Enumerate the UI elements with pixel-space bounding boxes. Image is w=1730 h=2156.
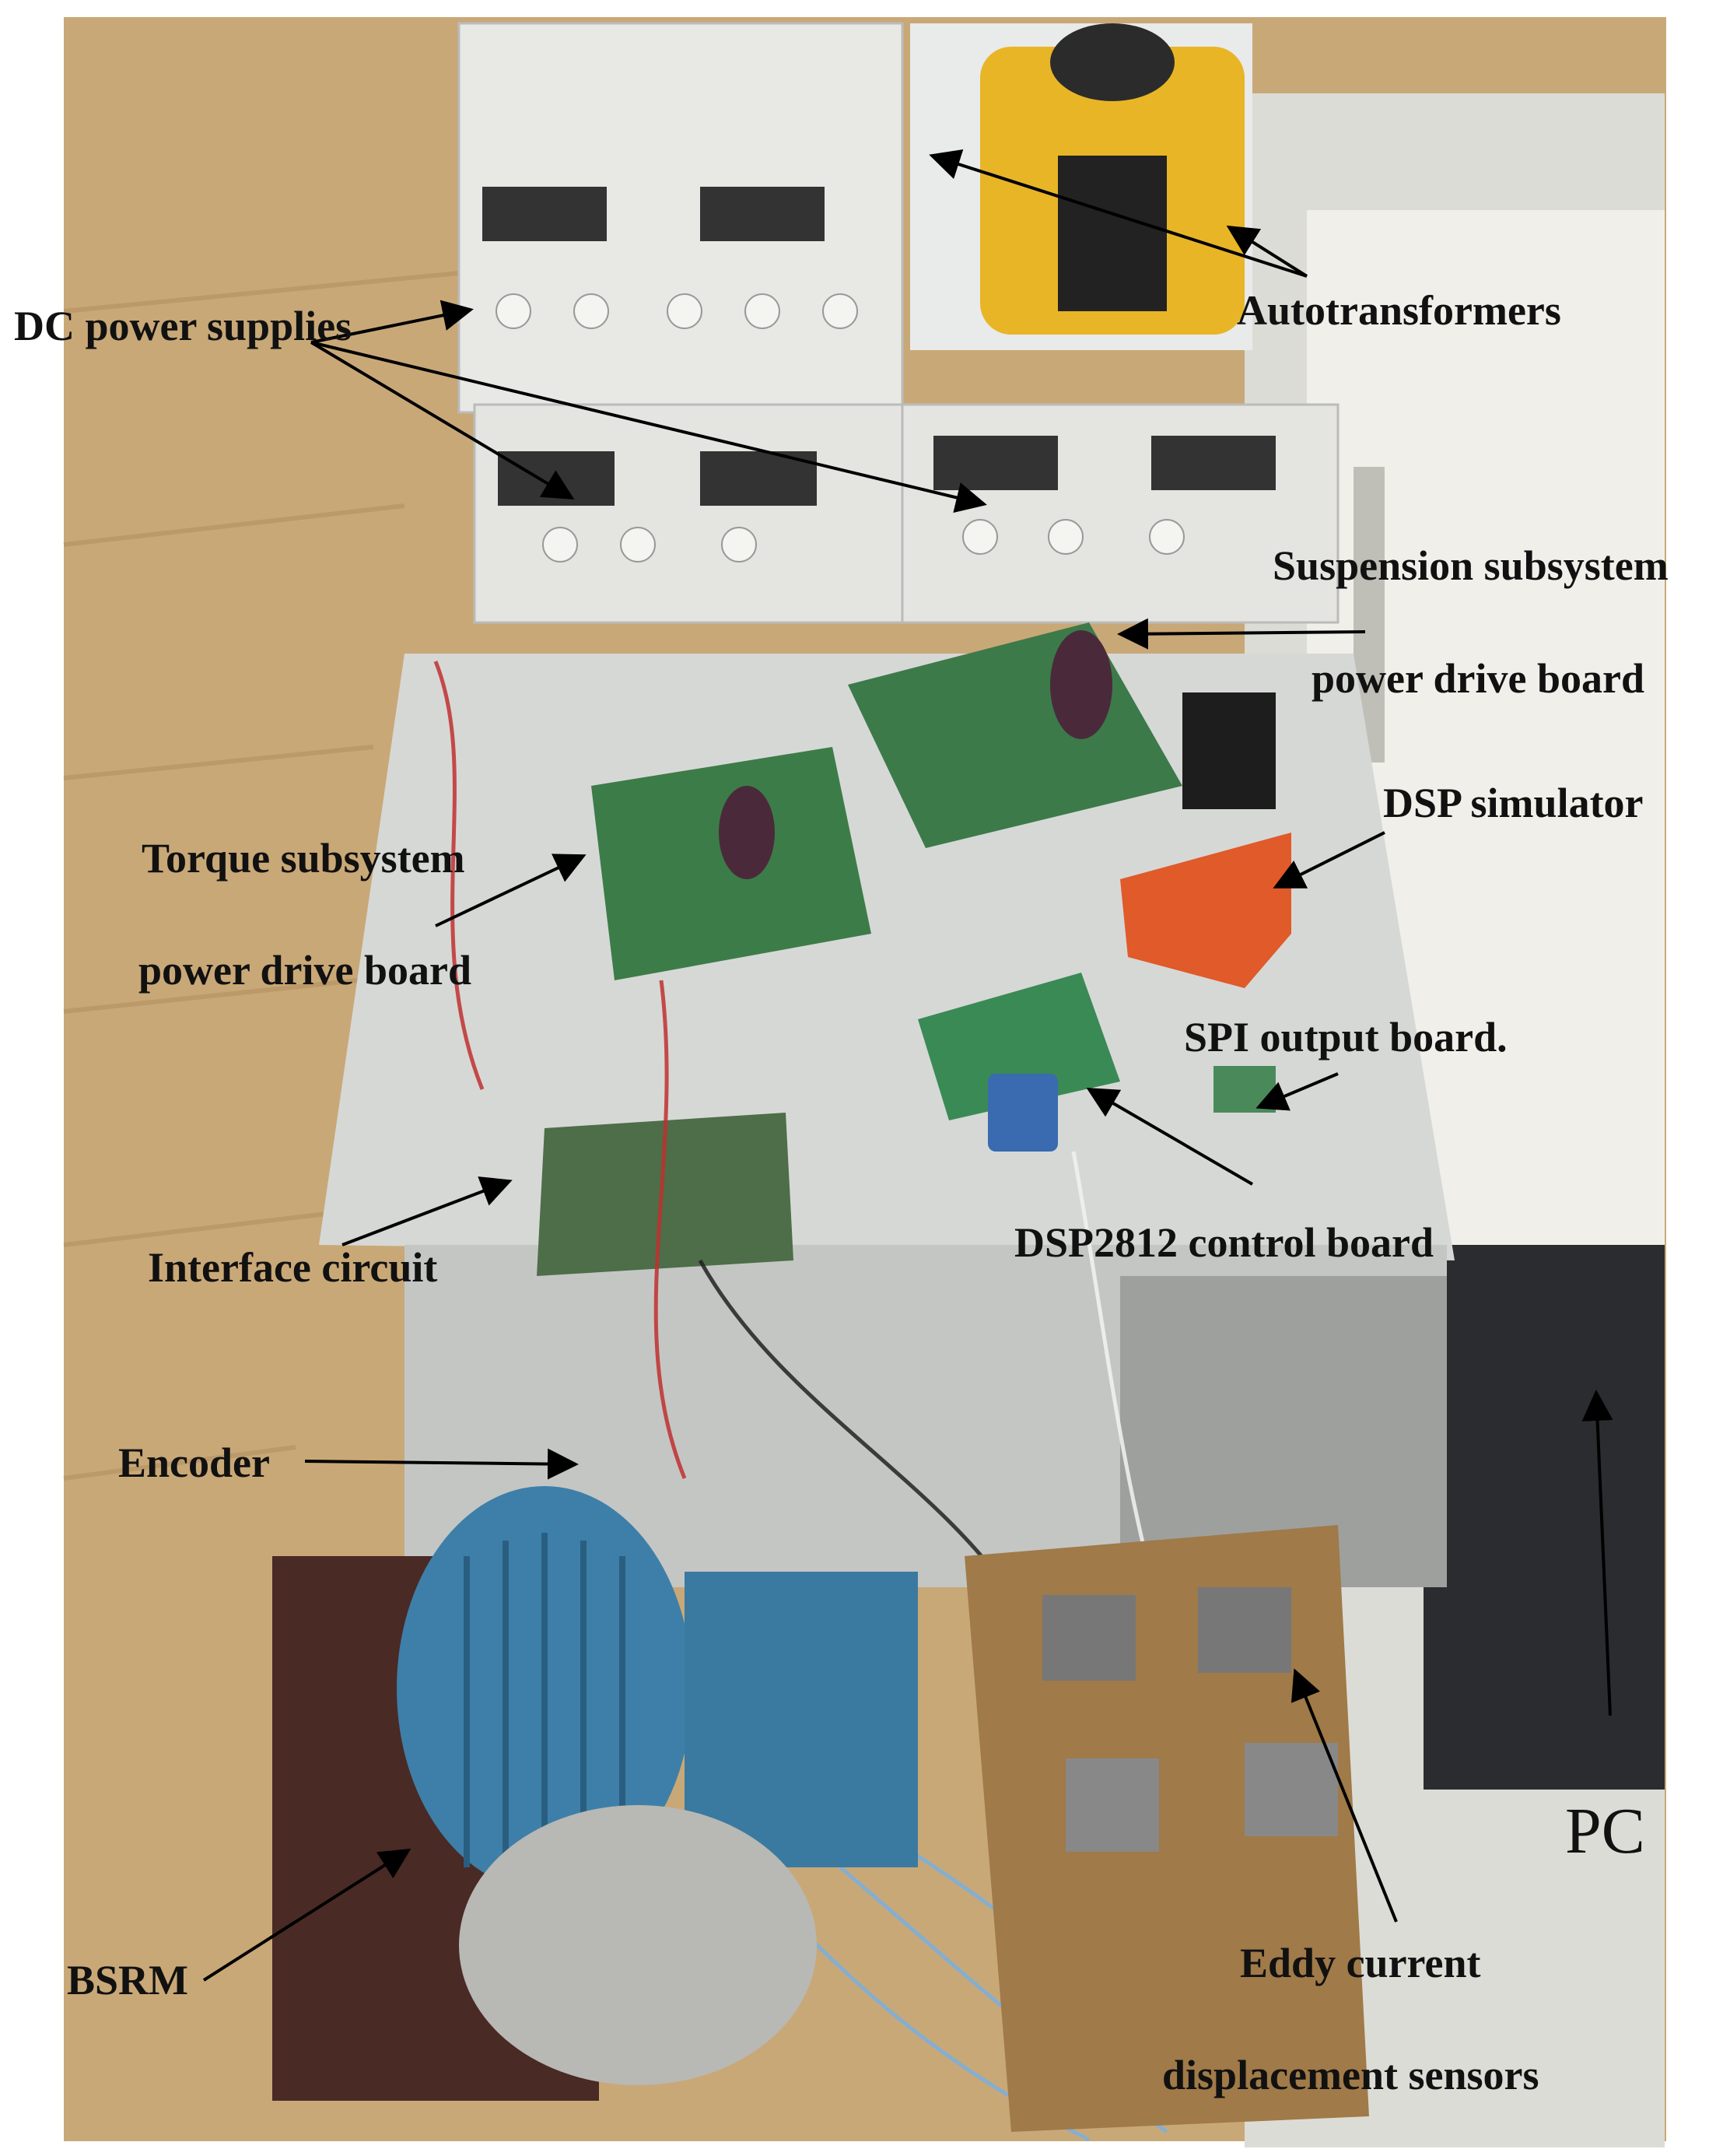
label-eddy-line1: Eddy current [1240,1940,1481,1986]
label-torque-line1: Torque subsystem [142,835,465,882]
dsp-simulator [1120,833,1291,988]
autotransformer-arrow-1 [929,149,1308,278]
label-dsp2812-control-board: DSP2812 control board [1014,1219,1434,1266]
dc-supply-arrow-1 [310,300,474,344]
motor-end-cap [459,1805,817,2085]
torque-board-arrow [435,854,587,927]
eddy-sensor-arrow [1290,1668,1398,1923]
bsrm-arrow [202,1848,411,1982]
pc-arrow [1581,1390,1613,1716]
label-dc-power-supplies: DC power supplies [14,303,352,349]
label-encoder: Encoder [118,1439,270,1486]
label-suspension-line2: power drive board [1312,655,1644,702]
dc-supply-arrow-3 [310,341,987,514]
spi-output-arrow [1255,1072,1339,1111]
spi-output-board [1213,1066,1276,1113]
interface-circuit-board [537,1113,793,1276]
pc-tower [1424,1245,1665,1790]
label-eddy-line2: displacement sensors [1162,2052,1539,2098]
label-dsp-simulator: DSP simulator [1383,780,1644,826]
label-spi-output-board: SPI output board. [1184,1014,1508,1060]
label-autotransformers: Autotransformers [1237,287,1561,334]
dsp2812-arrow [1086,1087,1254,1186]
encoder-arrow [304,1448,579,1480]
suspension-board-arrow [1117,618,1366,650]
dsp2812-control-board [918,973,1120,1120]
label-torque-line2: power drive board [138,947,471,994]
dc-supply-arrow-2 [310,341,575,500]
label-interface-circuit: Interface circuit [148,1244,438,1291]
autotransformer-arrow-2 [1226,225,1308,278]
interface-circuit-arrow [341,1176,513,1246]
label-suspension-line1: Suspension subsystem [1273,542,1669,589]
label-pc: PC [1565,1795,1645,1867]
dc-power-supply-left [473,403,904,624]
dsp-simulator-arrow [1273,831,1385,889]
label-bsrm: BSRM [67,1957,189,2004]
